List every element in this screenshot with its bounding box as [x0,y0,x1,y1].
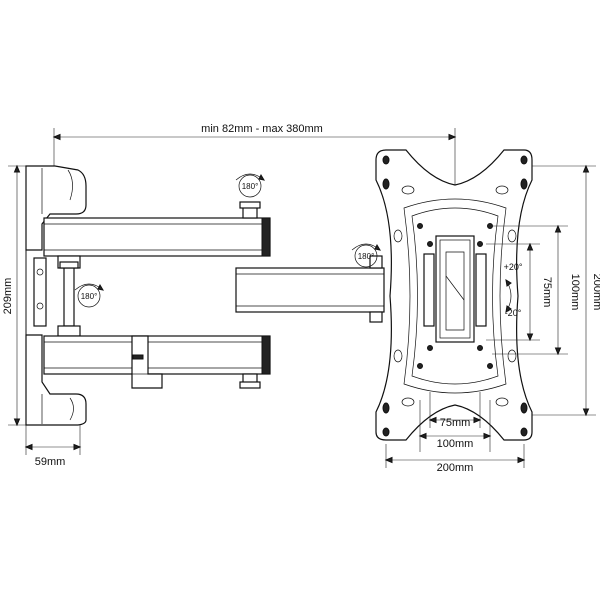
rotation-indicator-lower: 180° [74,283,105,308]
tilt-indicator: +20° -20° [504,262,523,318]
vesa-outer-width-label: 200mm [437,462,474,474]
rotation-indicator-top: 180° [235,173,266,198]
pivot-post [57,255,81,337]
tilt-up-label: +20° [504,262,523,272]
wall-depth-dimension: 59mm [24,425,82,468]
middle-arm [235,255,385,323]
extension-dimension: min 82mm - max 380mm [52,123,457,185]
vesa-mid-height-dimension: 100mm [492,224,581,356]
vesa-inner-width-label: 75mm [440,417,471,429]
vesa-mid-width-label: 100mm [437,438,474,450]
wall-height-label: 209mm [2,278,14,315]
vesa-mid-height-label: 100mm [569,274,581,311]
rotation-middle-label: 180° [358,252,375,261]
rotation-indicator-middle: 180° [351,243,382,268]
vesa-plate [375,149,533,441]
tilt-down-label: -20° [505,308,522,318]
vesa-inner-width-dimension: 75mm [428,392,482,429]
rotation-top-label: 180° [242,182,259,191]
vesa-mid-width-dimension: 100mm [418,400,492,452]
wall-plate [25,165,87,426]
upper-arm [43,201,271,257]
vesa-inner-height-dimension: 75mm [486,242,553,342]
vesa-outer-height-label: 200mm [591,274,600,311]
vesa-outer-width-dimension: 200mm [384,444,526,474]
lower-arm [43,335,271,389]
extension-label: min 82mm - max 380mm [201,123,323,135]
vesa-outer-height-dimension: 200mm [532,164,600,417]
rotation-lower-label: 180° [81,292,98,301]
wall-depth-label: 59mm [35,456,66,468]
vesa-inner-height-label: 75mm [541,277,553,308]
